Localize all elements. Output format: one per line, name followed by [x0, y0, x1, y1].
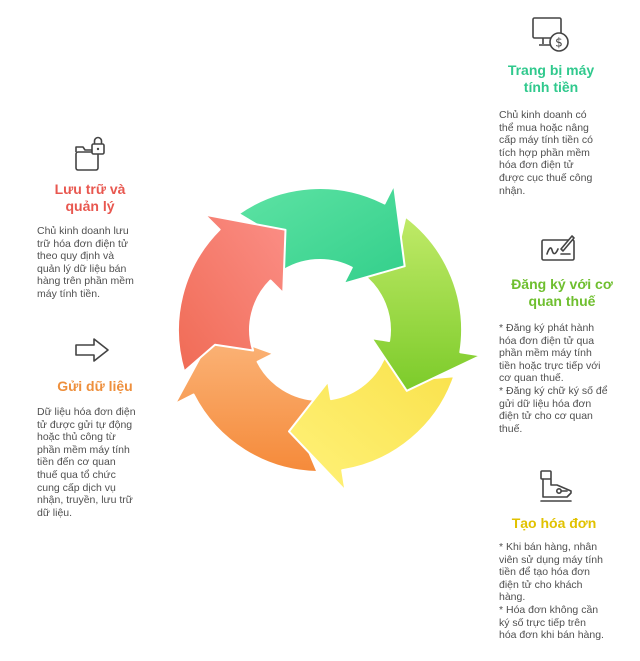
- svg-text:$: $: [555, 36, 563, 50]
- monitor-dollar-icon: $: [530, 14, 572, 54]
- step-description-tao: * Khi bán hàng, nhân viên sử dụng máy tí…: [499, 541, 604, 642]
- signature-icon: [539, 232, 579, 264]
- step-title-tao: Tạo hóa đơn: [511, 515, 597, 531]
- folder-lock-icon: [74, 134, 108, 174]
- cycle-segment-gui: [173, 330, 320, 473]
- step-title-trang-bi: Trang bị máy tính tiền: [507, 62, 595, 95]
- cycle-segment-luu-tru: [177, 213, 287, 373]
- arrow-right-icon: [74, 337, 110, 363]
- step-description-luu-tru: Chủ kinh doanh lưu trữ hóa đơn điện tử t…: [37, 225, 134, 300]
- step-title-dang-ky: Đăng ký với cơ quan thuế: [511, 276, 613, 309]
- cash-register-icon: [537, 467, 575, 507]
- step-description-trang-bi: Chủ kinh doanh có thể mua hoặc nâng cấp …: [499, 109, 593, 197]
- step-title-gui: Gửi dữ liệu: [57, 378, 133, 394]
- step-description-dang-ky: * Đăng ký phát hành hóa đơn điện tử qua …: [499, 322, 608, 435]
- step-description-gui: Dữ liệu hóa đơn điện tử được gửi tự động…: [37, 406, 136, 519]
- step-title-luu-tru: Lưu trữ và quản lý: [54, 181, 126, 214]
